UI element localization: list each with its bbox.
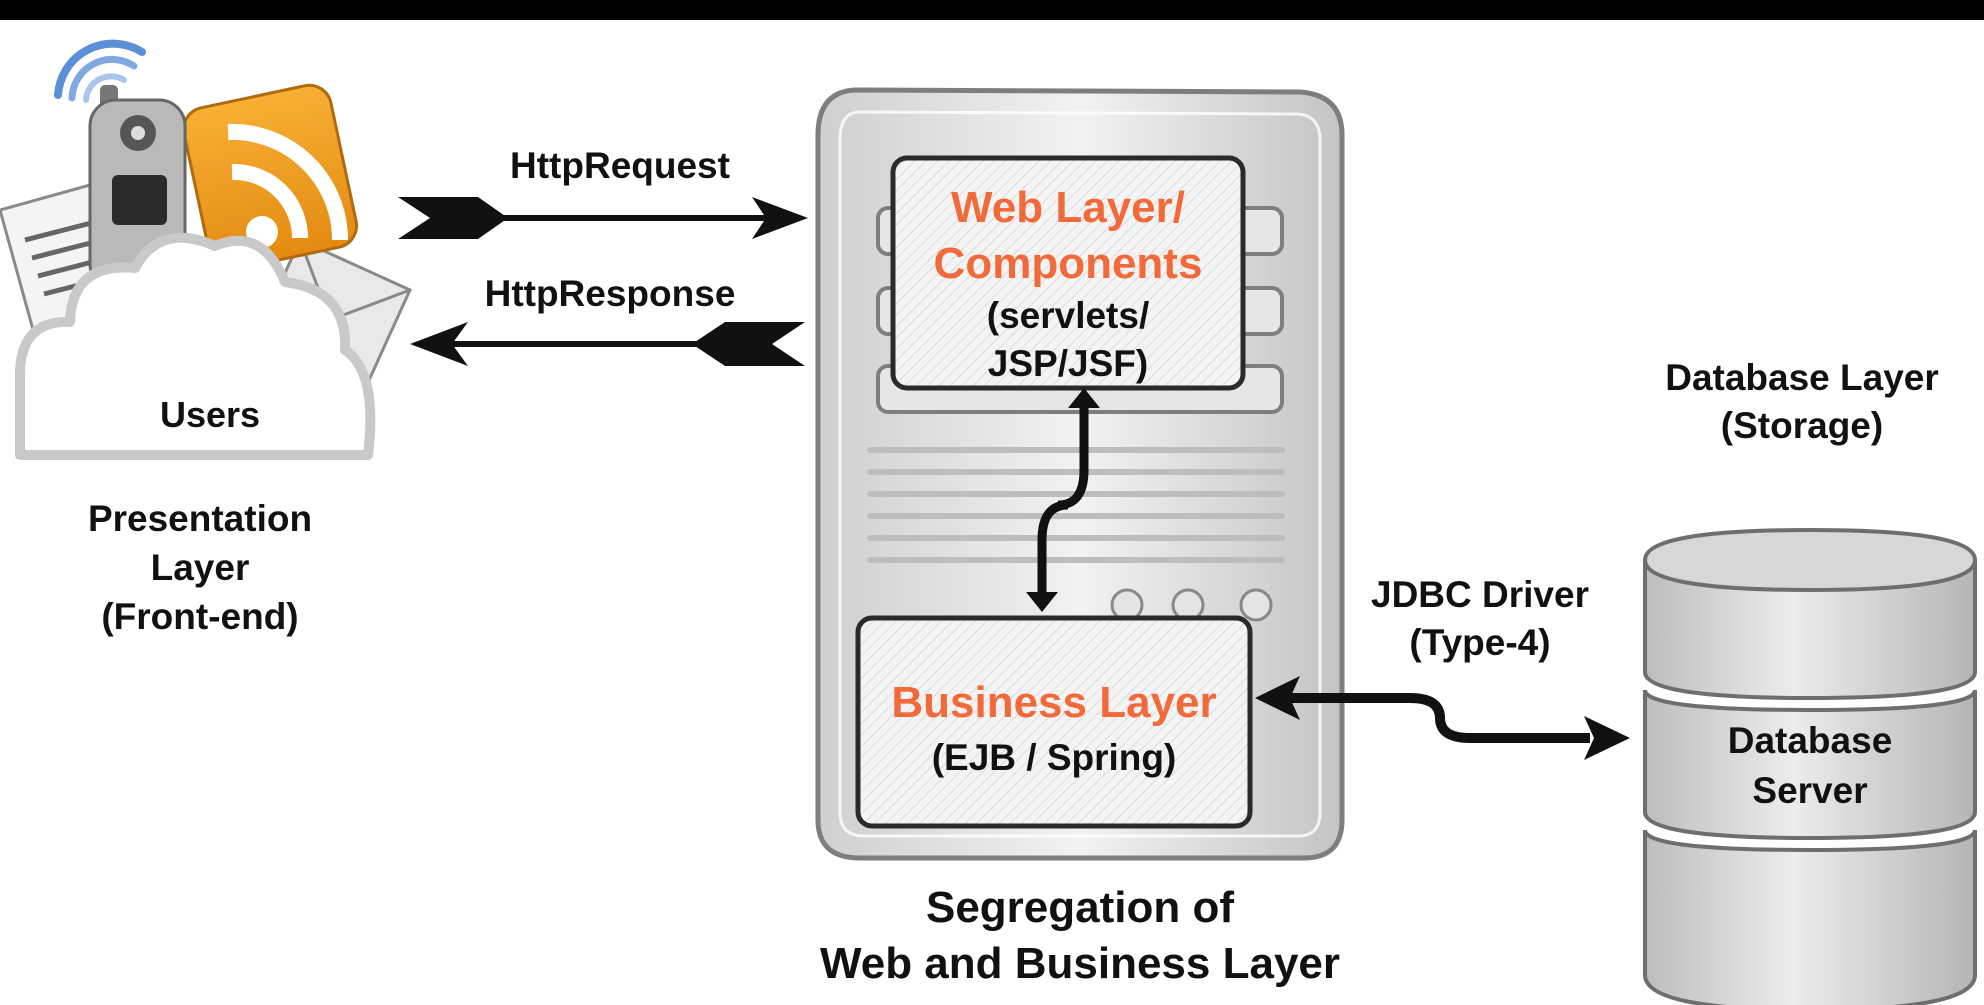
database-cylinder — [1642, 527, 1978, 1005]
jdbc-connector — [1255, 676, 1630, 760]
presentation-layer-caption: Presentation Layer (Front-end) — [87, 498, 313, 637]
http-request-label: HttpRequest — [510, 145, 730, 186]
business-layer-box — [855, 615, 1253, 829]
database-server-label: Database Server — [1727, 720, 1893, 811]
top-bar — [0, 0, 1984, 20]
server-caption: Segregation of Web and Business Layer — [819, 883, 1341, 988]
wifi-signal-icon — [54, 39, 146, 103]
http-request-arrow — [398, 197, 808, 239]
jdbc-driver-label: JDBC Driver (Type-4) — [1371, 574, 1589, 663]
database-layer-header: Database Layer (Storage) — [1665, 357, 1939, 446]
web-layer-box — [890, 155, 1246, 391]
cloud-shape — [14, 232, 376, 460]
rss-icon — [182, 83, 359, 272]
web-layer-title: Web Layer/ Components — [933, 183, 1203, 288]
http-response-arrow — [410, 322, 805, 366]
users-label: Users — [159, 394, 261, 435]
indicator-lights — [1110, 588, 1273, 622]
web-business-connector — [1026, 388, 1100, 612]
users-illustration — [0, 39, 412, 460]
web-layer-subtitle: (servlets/ JSP/JSF) — [986, 295, 1150, 384]
http-response-label: HttpResponse — [484, 273, 736, 314]
business-layer-title: Business Layer — [891, 678, 1217, 727]
business-layer-subtitle: (EJB / Spring) — [931, 737, 1177, 778]
